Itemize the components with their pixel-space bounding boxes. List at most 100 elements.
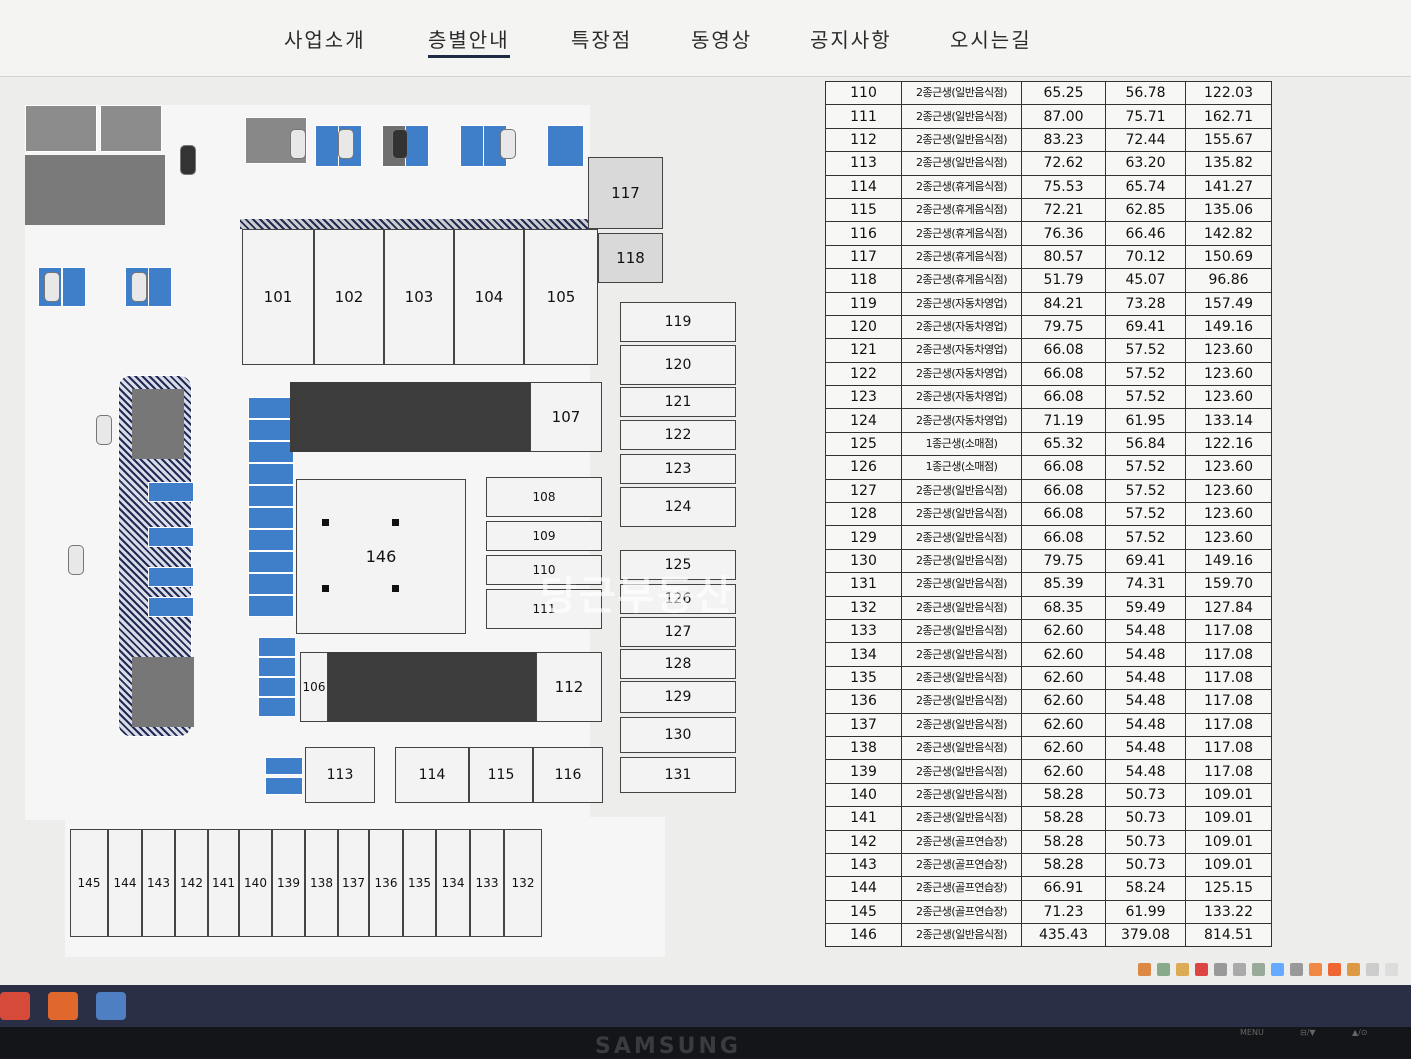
tray-icon[interactable]: [1385, 963, 1398, 976]
tray-icon[interactable]: [1252, 963, 1265, 976]
unit-102[interactable]: 102: [314, 229, 384, 365]
chrome-icon[interactable]: [0, 992, 30, 1020]
monitor-source-button[interactable]: ⊟/▼: [1300, 1028, 1316, 1037]
cell-use: 2종근생(자동차영업): [901, 408, 1022, 433]
unit-146[interactable]: 146: [296, 479, 466, 634]
unit-119[interactable]: 119: [620, 302, 736, 342]
cell-common-area: 50.73: [1105, 782, 1186, 808]
tray-icon[interactable]: [1176, 963, 1189, 976]
unit-120[interactable]: 120: [620, 345, 736, 385]
unit-124[interactable]: 124: [620, 487, 736, 527]
nav-notices[interactable]: 공지사항: [810, 28, 892, 52]
unit-110[interactable]: 110: [486, 555, 602, 585]
cell-total-area: 133.22: [1185, 899, 1272, 925]
cell-use: 2종근생(일반음식점): [901, 502, 1022, 527]
cell-unit-no: 138: [825, 735, 902, 761]
tray-icon[interactable]: [1366, 963, 1379, 976]
unit-108[interactable]: 108: [486, 477, 602, 517]
tray-icon[interactable]: [1195, 963, 1208, 976]
unit-139[interactable]: 139: [272, 829, 305, 937]
unit-122[interactable]: 122: [620, 420, 736, 450]
cell-use: 2종근생(일반음식점): [901, 735, 1022, 761]
unit-128[interactable]: 128: [620, 649, 736, 679]
unit-115[interactable]: 115: [469, 747, 533, 803]
unit-117[interactable]: 117: [588, 157, 663, 229]
unit-140[interactable]: 140: [239, 829, 272, 937]
unit-137[interactable]: 137: [338, 829, 369, 937]
tray-icon[interactable]: [1214, 963, 1227, 976]
unit-114[interactable]: 114: [395, 747, 469, 803]
tray-icon[interactable]: [1138, 963, 1151, 976]
nav-directions[interactable]: 오시는길: [950, 28, 1032, 52]
unit-103[interactable]: 103: [384, 229, 454, 365]
nav-floor-guide[interactable]: 층별안내: [428, 24, 510, 58]
cell-common-area: 50.73: [1105, 829, 1186, 854]
cell-exclusive-area: 85.39: [1021, 572, 1106, 597]
unit-130[interactable]: 130: [620, 717, 736, 753]
unit-113[interactable]: 113: [305, 747, 375, 803]
unit-136[interactable]: 136: [369, 829, 403, 937]
unit-143[interactable]: 143: [142, 829, 175, 937]
unit-121[interactable]: 121: [620, 387, 736, 417]
unit-134[interactable]: 134: [436, 829, 470, 937]
unit-133[interactable]: 133: [470, 829, 504, 937]
cell-common-area: 63.20: [1105, 151, 1186, 176]
unit-104[interactable]: 104: [454, 229, 524, 365]
unit-106[interactable]: 106: [300, 652, 328, 722]
unit-101[interactable]: 101: [242, 229, 314, 365]
tray-icon[interactable]: [1233, 963, 1246, 976]
unit-126[interactable]: 126: [620, 584, 736, 614]
cell-use: 2종근생(일반음식점): [901, 525, 1022, 550]
cell-use: 2종근생(골프연습장): [901, 852, 1022, 878]
unit-112[interactable]: 112: [536, 652, 602, 722]
cell-common-area: 58.24: [1105, 876, 1186, 901]
unit-116[interactable]: 116: [533, 747, 603, 803]
unit-132[interactable]: 132: [504, 829, 542, 937]
unit-123[interactable]: 123: [620, 454, 736, 484]
tray-icon[interactable]: [1328, 963, 1341, 976]
unit-145[interactable]: 145: [70, 829, 108, 937]
chat-icon[interactable]: [48, 992, 78, 1020]
unit-105[interactable]: 105: [524, 229, 598, 365]
cell-unit-no: 135: [825, 665, 902, 691]
tray-icon[interactable]: [1271, 963, 1284, 976]
unit-111[interactable]: 111: [486, 589, 602, 629]
cell-common-area: 66.46: [1105, 221, 1186, 246]
tray-icon[interactable]: [1309, 963, 1322, 976]
core-block: [328, 652, 536, 722]
monitor-menu-button[interactable]: MENU: [1240, 1028, 1264, 1037]
unit-135[interactable]: 135: [403, 829, 436, 937]
unit-142[interactable]: 142: [175, 829, 208, 937]
nav-company-intro[interactable]: 사업소개: [284, 28, 366, 52]
tray-icon[interactable]: [1157, 963, 1170, 976]
tray-icon[interactable]: [1347, 963, 1360, 976]
unit-125[interactable]: 125: [620, 550, 736, 580]
unit-127[interactable]: 127: [620, 617, 736, 647]
unit-141[interactable]: 141: [208, 829, 239, 937]
cell-exclusive-area: 58.28: [1021, 829, 1106, 854]
unit-144[interactable]: 144: [108, 829, 142, 937]
tray-icon[interactable]: [1290, 963, 1303, 976]
unit-129[interactable]: 129: [620, 681, 736, 713]
remote-desktop-icon[interactable]: [96, 992, 126, 1020]
parking-space: [148, 267, 172, 307]
cell-total-area: 135.82: [1185, 151, 1272, 176]
unit-109[interactable]: 109: [486, 521, 602, 551]
monitor-up-button[interactable]: ▲/⊙: [1352, 1028, 1368, 1037]
nav-features[interactable]: 특장점: [571, 28, 633, 52]
unit-118[interactable]: 118: [598, 233, 663, 283]
cell-use: 2종근생(골프연습장): [901, 829, 1022, 854]
unit-138[interactable]: 138: [305, 829, 338, 937]
unit-107[interactable]: 107: [530, 382, 602, 452]
unit-131[interactable]: 131: [620, 757, 736, 793]
cell-unit-no: 114: [825, 174, 902, 199]
nav-video[interactable]: 동영상: [691, 28, 753, 52]
cell-common-area: 57.52: [1105, 455, 1186, 480]
